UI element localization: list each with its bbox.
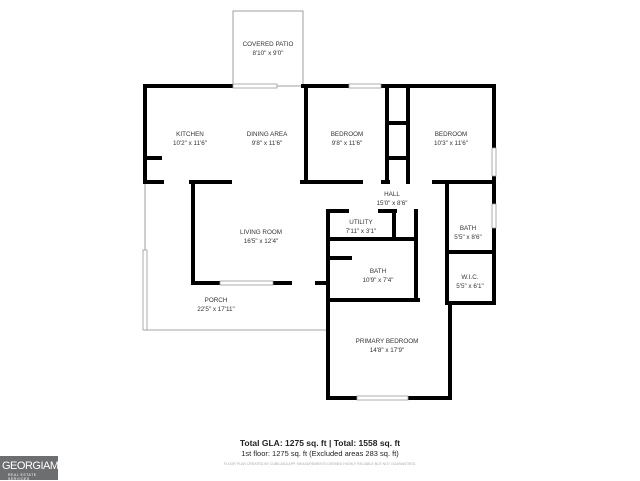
primary-bedroom-name: PRIMARY BEDROOM <box>356 338 419 345</box>
logo-main: GEORGIAMLS <box>2 460 71 472</box>
covered-patio-outline <box>232 10 304 87</box>
bath-1-size: 5'5" x 8'6" <box>454 234 482 241</box>
georgia-mls-logo: GEORGIAMLS REAL ESTATE SERVICES <box>0 456 71 481</box>
total-area: Total GLA: 1275 sq. ft | Total: 1558 sq.… <box>239 438 401 448</box>
primary-bedroom-size: 14'8" x 17'9" <box>370 347 405 354</box>
bedroom-2-name: BEDROOM <box>435 131 468 138</box>
hall-size: 15'0" x 8'6" <box>376 200 407 207</box>
utility-name: UTILITY <box>349 219 373 226</box>
window <box>491 203 497 229</box>
floor-area: 1st floor: 1275 sq. ft (Excluded areas 2… <box>241 449 399 458</box>
bath-1-name: BATH <box>460 225 477 232</box>
window <box>356 395 409 401</box>
dining-size: 9'8" x 11'6" <box>252 140 283 147</box>
kitchen-size: 10'2" x 11'6" <box>173 140 207 147</box>
bath-2-name: BATH <box>370 268 387 275</box>
window <box>491 147 497 177</box>
covered-patio-name: COVERED PATIO <box>243 41 294 48</box>
living-room-name: LIVING ROOM <box>240 229 282 236</box>
utility-size: 7'11" x 3'1" <box>346 228 377 235</box>
walls <box>143 84 496 400</box>
bedroom-1-size: 9'8" x 11'6" <box>332 140 363 147</box>
porch-outline <box>144 182 326 331</box>
bath-2-size: 10'9" x 7'4" <box>362 277 393 284</box>
window <box>219 280 274 286</box>
living-room-size: 16'5" x 12'4" <box>244 238 279 245</box>
windows <box>142 83 497 401</box>
porch-size: 22'5" x 17'11" <box>197 306 235 313</box>
bedroom-2-size: 10'3" x 11'6" <box>434 140 468 147</box>
window <box>232 83 278 89</box>
room-labels: COVERED PATIO 8'10" x 9'0" KITCHEN 10'2"… <box>173 41 484 354</box>
logo-sub: REAL ESTATE SERVICES <box>8 473 37 481</box>
window <box>348 83 382 89</box>
kitchen-name: KITCHEN <box>176 131 204 138</box>
wic-size: 5'5" x 6'1" <box>456 283 484 290</box>
dining-name: DINING AREA <box>247 131 288 138</box>
hall-name: HALL <box>384 191 400 198</box>
covered-patio-size: 8'10" x 9'0" <box>252 50 283 57</box>
disclaimer: FLOOR PLAN CREATED BY CUBICASA APP. MEAS… <box>223 462 417 466</box>
wic-name: W.I.C. <box>461 274 478 281</box>
porch-name: PORCH <box>205 297 228 304</box>
porch-screen <box>142 249 148 331</box>
bedroom-1-name: BEDROOM <box>331 131 364 138</box>
